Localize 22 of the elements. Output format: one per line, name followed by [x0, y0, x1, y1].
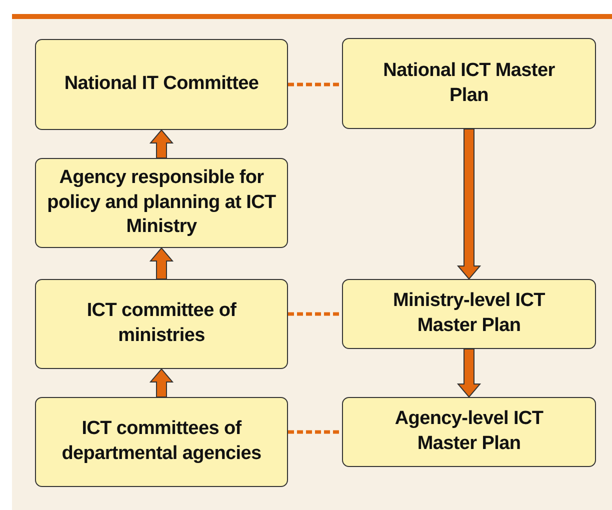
box-label: ICT committees of departmental agencies	[60, 417, 262, 466]
dashed-connector	[288, 312, 342, 316]
process-box	[342, 38, 596, 129]
process-box	[35, 158, 288, 248]
box-label: National ICT Master Plan	[382, 58, 556, 108]
block-arrow	[456, 128, 482, 280]
box-label: Agency responsible for policy and planning at ICT Ministry	[46, 166, 277, 240]
box-label: Agency-level ICT Master Plan	[394, 407, 544, 456]
block-arrow	[149, 129, 174, 158]
process-box	[342, 279, 596, 349]
dashed-connector	[288, 430, 342, 434]
process-box	[35, 39, 288, 130]
block-arrow	[456, 348, 482, 398]
block-arrow	[149, 368, 174, 398]
box-label: National IT Committee	[64, 72, 259, 96]
block-arrow	[149, 247, 174, 280]
box-label: Ministry-level ICT Master Plan	[392, 289, 546, 338]
dashed-connector	[288, 82, 342, 86]
process-box	[342, 397, 596, 467]
process-box	[35, 397, 288, 487]
process-box	[35, 279, 288, 369]
box-label: ICT committee of ministries	[86, 299, 238, 348]
